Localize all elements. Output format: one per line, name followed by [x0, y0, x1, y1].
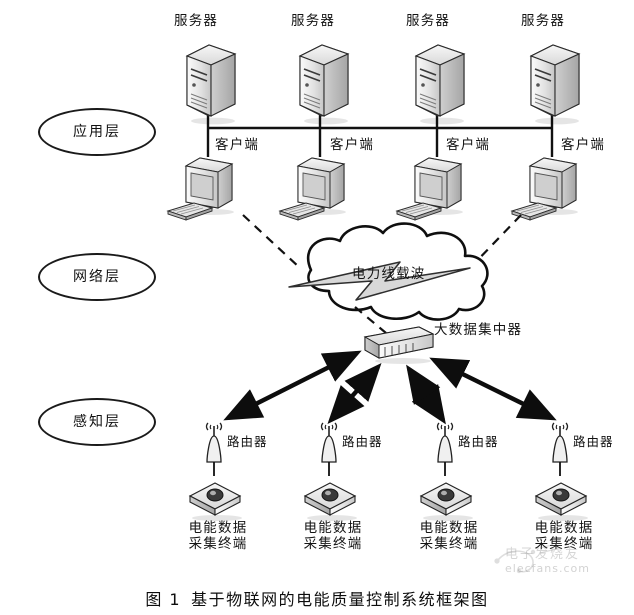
router-label-1: 路由器	[227, 434, 268, 449]
terminal-label-2-line1: 电能数据	[303, 520, 363, 536]
terminal-label-1: 电能数据 采集终端	[186, 520, 250, 553]
client-label-3: 客户端	[446, 137, 491, 153]
terminal-icon	[188, 482, 242, 521]
router-icon	[205, 422, 223, 476]
layer-tag-network-label: 网络层	[73, 268, 121, 285]
keyboard-icon	[395, 202, 443, 221]
terminal-label-2: 电能数据 采集终端	[301, 520, 365, 553]
figure-caption-number: 图 1	[145, 590, 182, 609]
terminal-label-4-line2: 采集终端	[534, 535, 594, 552]
client-cloud-dashed-links	[242, 214, 522, 269]
terminal-label-1-line2: 采集终端	[188, 535, 248, 552]
server-icon	[298, 44, 350, 125]
terminal-label-4: 电能数据 采集终端	[532, 520, 596, 553]
router-icon	[436, 422, 454, 476]
layer-tag-application-label: 应用层	[73, 123, 121, 140]
server-label-2: 服务器	[291, 13, 336, 29]
client-label-2: 客户端	[330, 137, 375, 153]
router-label-3: 路由器	[458, 434, 499, 449]
concentrator-router-arrows	[223, 350, 557, 425]
terminal-label-1-line1: 电能数据	[188, 520, 248, 536]
keyboard-icon	[278, 202, 326, 221]
concentrator-label: 大数据集中器	[434, 322, 523, 338]
layer-tag-application[interactable]: 应用层	[38, 108, 156, 156]
client-label-1: 客户端	[215, 137, 260, 153]
server-label-1: 服务器	[174, 13, 219, 29]
router-label-2: 路由器	[342, 434, 383, 449]
router-icon	[551, 422, 569, 476]
server-icon	[185, 44, 237, 125]
terminal-label-3: 电能数据 采集终端	[417, 520, 481, 553]
cloud-label: 电力线载波	[352, 266, 426, 282]
client-icon	[528, 157, 578, 215]
router-label-4: 路由器	[573, 434, 614, 449]
terminal-icon	[419, 482, 473, 521]
server-label-4: 服务器	[521, 13, 566, 29]
terminal-icon	[303, 482, 357, 521]
application-bus-wiring	[206, 108, 554, 157]
router-icon	[320, 422, 338, 476]
layer-tag-network[interactable]: 网络层	[38, 253, 156, 301]
concentrator-icon	[363, 326, 435, 364]
keyboard-icon	[166, 202, 214, 221]
server-label-3: 服务器	[406, 13, 451, 29]
cloud-icon	[288, 222, 489, 321]
server-icon	[529, 44, 581, 125]
terminal-label-3-line2: 采集终端	[419, 535, 479, 552]
watermark-logo-icon	[494, 544, 557, 574]
terminal-icon	[534, 482, 588, 521]
terminal-label-4-line1: 电能数据	[534, 520, 594, 536]
layer-tag-perception[interactable]: 感知层	[38, 398, 156, 446]
figure-caption-text: 基于物联网的电能质量控制系统框架图	[191, 590, 489, 609]
terminal-label-2-line2: 采集终端	[303, 535, 363, 552]
client-icon	[296, 157, 346, 215]
layer-tag-perception-label: 感知层	[73, 413, 121, 430]
client-icon	[184, 157, 234, 215]
server-icon	[414, 44, 466, 125]
terminal-label-3-line1: 电能数据	[419, 520, 479, 536]
cloud-concentrator-dashed-link	[354, 306, 387, 334]
client-label-4: 客户端	[561, 137, 606, 153]
figure-caption: 图 1 基于物联网的电能质量控制系统框架图	[0, 586, 634, 610]
